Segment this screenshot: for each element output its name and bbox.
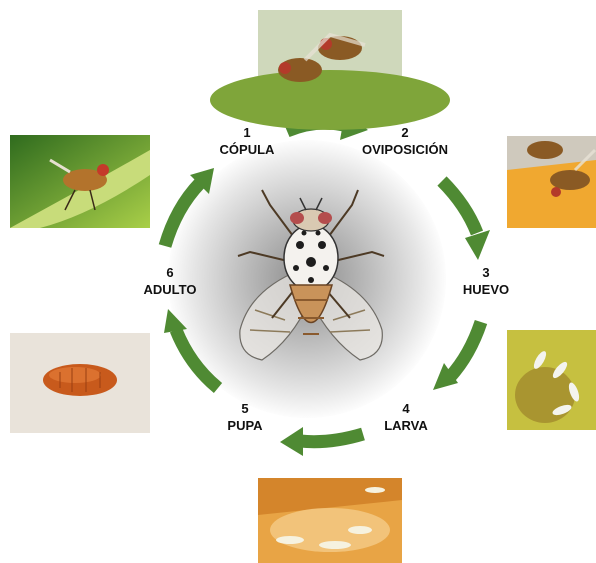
stage-name: ADULTO — [132, 281, 208, 298]
stage-number: 5 — [210, 400, 280, 417]
stage-label-huevo: 3 HUEVO — [448, 264, 524, 298]
arrow-huevo-to-larva — [450, 322, 481, 377]
stage-label-adulto: 6 ADULTO — [132, 264, 208, 298]
photo-huevo — [507, 330, 596, 430]
photo-copula — [210, 10, 450, 130]
stage-label-copula: 1 CÓPULA — [205, 124, 289, 158]
fruit-fly-center-illustration-icon — [238, 190, 384, 360]
stage-name: HUEVO — [448, 281, 524, 298]
stage-number: 1 — [205, 124, 289, 141]
arrow-adulto-to-copula — [165, 183, 200, 246]
photo-oviposicion — [507, 136, 596, 228]
arrow-oviposicion-to-huevo — [442, 181, 477, 233]
cycle-arrow-icon — [280, 427, 303, 456]
stage-name: LARVA — [368, 417, 444, 434]
cycle-arrow-icon — [164, 309, 187, 333]
arrow-larva-to-pupa — [300, 434, 363, 442]
stage-number: 4 — [368, 400, 444, 417]
stage-name: CÓPULA — [205, 141, 289, 158]
cycle-arrow-icon — [465, 230, 490, 260]
stage-name: PUPA — [210, 417, 280, 434]
stage-label-larva: 4 LARVA — [368, 400, 444, 434]
stage-number: 3 — [448, 264, 524, 281]
photo-larva — [258, 478, 402, 563]
stage-label-pupa: 5 PUPA — [210, 400, 280, 434]
photo-pupa — [10, 333, 150, 433]
stage-number: 6 — [132, 264, 208, 281]
stage-number: 2 — [345, 124, 465, 141]
stage-name: OVIPOSICIÓN — [345, 141, 465, 158]
arrow-pupa-to-adulto — [176, 330, 218, 388]
stage-label-oviposicion: 2 OVIPOSICIÓN — [345, 124, 465, 158]
photo-adulto — [10, 135, 150, 228]
